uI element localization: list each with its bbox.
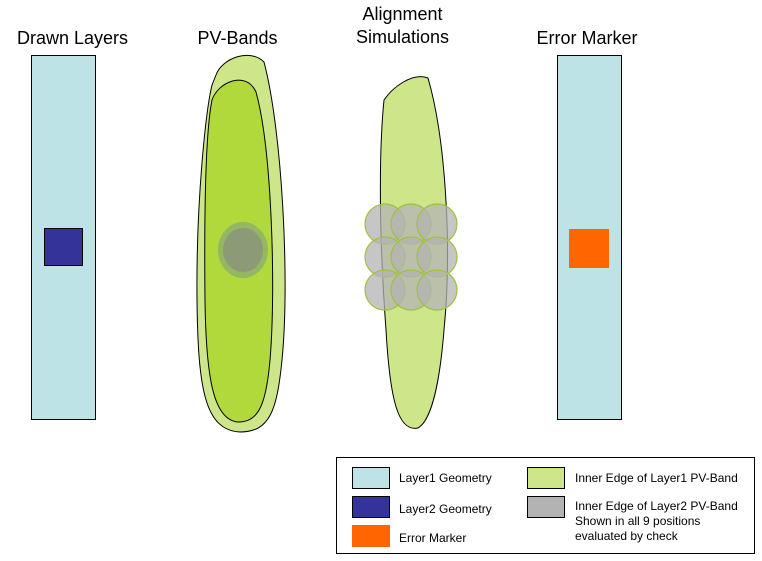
- legend-label-layer2-pv-3: evaluated by check: [575, 529, 678, 543]
- legend-label-layer2-pv-1: Inner Edge of Layer2 PV-Band: [575, 499, 738, 513]
- legend: Layer1 Geometry Layer2 Geometry Error Ma…: [336, 457, 755, 554]
- alignment-layer2-positions: [364, 203, 458, 311]
- legend-label-layer1: Layer1 Geometry: [399, 471, 492, 485]
- legend-swatch-layer1: [352, 467, 390, 489]
- error-marker-square: [569, 229, 609, 268]
- title-drawn-layers: Drawn Layers: [16, 28, 129, 48]
- title-pv-bands: PV-Bands: [197, 28, 278, 48]
- legend-label-layer1-pv: Inner Edge of Layer1 PV-Band: [575, 471, 738, 485]
- alignment-position-circle: [416, 269, 458, 311]
- legend-swatch-error: [352, 525, 390, 547]
- legend-swatch-layer2: [352, 496, 390, 518]
- drawn-layer2-geometry: [44, 228, 83, 266]
- legend-label-layer2-pv-2: Shown in all 9 positions: [575, 514, 701, 528]
- pv-band-layer2-inner: [223, 228, 263, 272]
- title-alignment-simulations: Alignment Simulations: [355, 4, 450, 47]
- legend-swatch-layer2-pv: [527, 496, 565, 518]
- title-error-marker: Error Marker: [536, 28, 638, 48]
- legend-label-layer2: Layer2 Geometry: [399, 502, 492, 516]
- legend-label-error: Error Marker: [399, 531, 467, 545]
- legend-swatch-layer1-pv: [527, 467, 565, 489]
